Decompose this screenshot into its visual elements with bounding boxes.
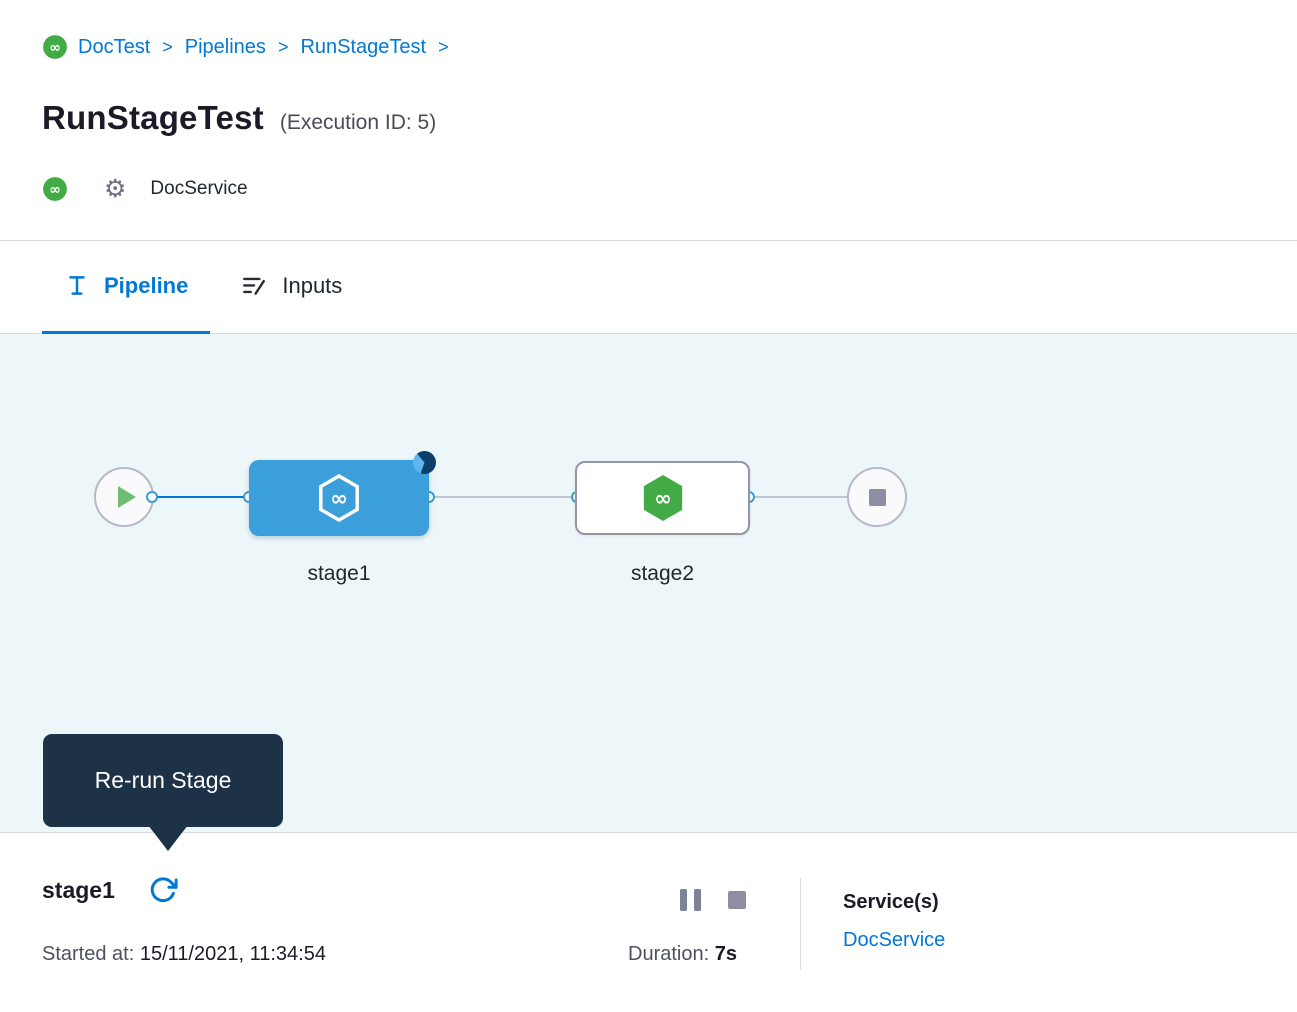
duration-value: 7s (715, 943, 737, 965)
pipeline-start-node (94, 467, 154, 527)
tooltip-label: Re-run Stage (95, 767, 232, 794)
breadcrumb: ∞ DocTest > Pipelines > RunStageTest > (42, 32, 1297, 62)
started-at-label: Started at: (42, 943, 134, 965)
title-row: RunStageTest (Execution ID: 5) (42, 96, 1297, 140)
svg-text:∞: ∞ (49, 182, 61, 198)
page-title: RunStageTest (42, 96, 264, 140)
inputs-icon (240, 273, 268, 299)
started-at-value: 15/11/2021, 11:34:54 (140, 943, 326, 965)
pipeline-canvas: ∞ stage1 ∞ stage2 Re-run Stage (0, 334, 1297, 832)
svg-text:∞: ∞ (49, 40, 61, 56)
harness-stage-icon: ∞ (316, 473, 362, 523)
tooltip-tail (148, 825, 188, 851)
services-label: Service(s) (843, 891, 939, 914)
tab-inputs[interactable]: Inputs (218, 241, 364, 334)
pipeline-icon (64, 273, 90, 299)
rerun-stage-button[interactable] (148, 875, 178, 905)
harness-service-icon: ∞ (42, 176, 68, 202)
breadcrumb-separator: > (438, 37, 449, 58)
pause-icon (680, 889, 687, 911)
edge-start-to-stage1 (152, 496, 249, 498)
stage-label-stage2[interactable]: stage2 (575, 562, 750, 586)
pipeline-end-node (847, 467, 907, 527)
edge-stage2-to-end (750, 496, 848, 498)
svg-text:∞: ∞ (330, 486, 348, 511)
edge-stage1-to-stage2 (429, 496, 575, 498)
service-name: DocService (150, 178, 247, 200)
stop-icon (869, 489, 886, 506)
gear-icon[interactable]: ⚙ (104, 176, 126, 202)
started-at: Started at: 15/11/2021, 11:34:54 (42, 943, 326, 966)
pause-button[interactable] (680, 889, 701, 911)
service-row: ∞ ⚙ DocService (42, 174, 1297, 204)
tab-pipeline-label: Pipeline (104, 273, 188, 299)
breadcrumb-separator: > (162, 37, 173, 58)
rerun-stage-tooltip: Re-run Stage (43, 734, 283, 827)
service-link[interactable]: DocService (843, 929, 945, 952)
breadcrumb-separator: > (278, 37, 289, 58)
breadcrumb-link-pipelines[interactable]: Pipelines (185, 36, 266, 59)
tab-pipeline[interactable]: Pipeline (42, 241, 210, 334)
stage-node-stage2[interactable]: ∞ (575, 461, 750, 535)
footer-stage-name: stage1 (42, 877, 115, 904)
tab-bar: Pipeline Inputs (0, 240, 1297, 334)
breadcrumb-link-pipeline[interactable]: RunStageTest (300, 36, 426, 59)
harness-stage-icon: ∞ (640, 473, 686, 523)
refresh-icon (148, 875, 178, 905)
stage-node-stage1[interactable]: ∞ (249, 460, 429, 536)
stage-label-stage1[interactable]: stage1 (249, 562, 429, 586)
footer-divider (800, 878, 801, 970)
running-spinner-icon (413, 451, 436, 474)
duration-label: Duration: (628, 943, 709, 965)
harness-logo-icon: ∞ (42, 34, 68, 60)
edge-connector-dot (146, 491, 158, 503)
tab-inputs-label: Inputs (282, 273, 342, 299)
play-icon (118, 486, 136, 508)
abort-button[interactable] (728, 891, 746, 909)
duration: Duration: 7s (628, 943, 737, 966)
header: ∞ DocTest > Pipelines > RunStageTest > R… (0, 0, 1297, 240)
svg-text:∞: ∞ (654, 486, 672, 511)
pause-icon (694, 889, 701, 911)
execution-id: (Execution ID: 5) (280, 111, 436, 135)
execution-footer: stage1 Started at: 15/11/2021, 11:34:54 … (0, 832, 1297, 1011)
breadcrumb-link-project[interactable]: DocTest (78, 36, 150, 59)
